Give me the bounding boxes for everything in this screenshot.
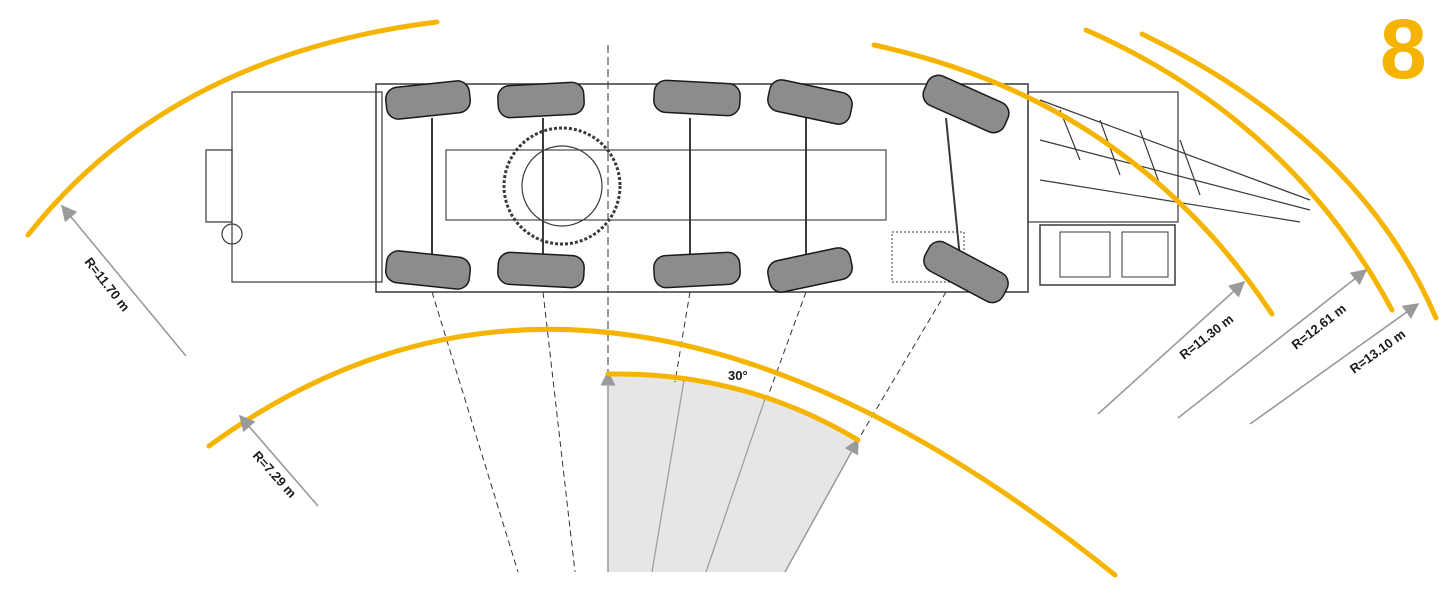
arc-r-7-29 [206,326,1118,578]
label-r-12-61: R=12.61 m [1289,301,1349,353]
tire-icon [653,251,741,289]
arc-r-11-30 [871,42,1275,317]
arrow-r-12-61 [1177,269,1368,419]
arc-r-11-70 [25,19,440,238]
arrow-r-13-10 [1249,303,1420,425]
steering-sector [608,373,858,572]
tire-icon [497,81,585,119]
tire-icon [384,250,472,290]
rear-winch [221,223,243,245]
crane-carrier-icon [205,83,1311,293]
label-steering-angle: 30° [728,368,748,383]
slewing-ring [502,126,622,246]
page-number: 8 [1380,2,1427,96]
sector-ray [705,395,767,573]
arc-r-12-61 [1083,27,1395,313]
arc-r-13-10 [1139,31,1439,321]
axle-line [542,291,576,573]
axle-assembly [431,117,961,259]
boom-icon [1039,99,1311,223]
tire-icon [497,251,585,289]
rear-outrigger-box [231,91,383,283]
arrow-r-11-70 [60,204,187,357]
axle-line [674,291,691,383]
radius-arcs [25,19,1439,578]
tire-set [384,74,1010,304]
arrow-r-7-29 [238,414,319,507]
sector-ray [784,438,859,573]
tire-icon [384,80,472,120]
center-beam [445,149,887,221]
rear-counterweight [205,149,233,223]
tire-icon [922,74,1010,134]
slewing-ring-inner [521,145,603,227]
arc-steering-30 [605,371,861,443]
radius-arrows [60,204,1420,507]
axle-line [431,291,519,573]
sector-ray [651,379,685,573]
tire-icon [767,247,853,293]
axle-line [767,291,807,397]
tire-icon [923,240,1009,304]
boom-base [1027,91,1179,223]
tire-icon [653,79,741,117]
cab-icon [1039,224,1176,286]
tire-icon [767,79,853,125]
label-r-11-30: R=11.30 m [1177,311,1237,362]
axle-line [857,291,947,441]
label-r-11-70: R=11.70 m [82,255,133,315]
arrow-r-11-30 [1097,280,1246,415]
